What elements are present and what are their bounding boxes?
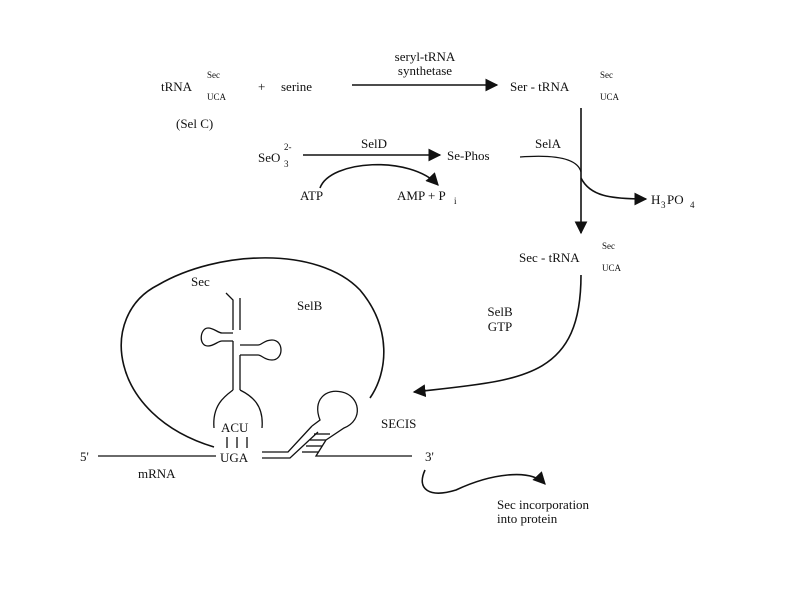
trna-anticodon-right bbox=[239, 389, 263, 429]
seo3-sub: 3 bbox=[284, 159, 289, 169]
incorporation-arrow bbox=[421, 469, 546, 494]
ser-trna-sub: UCA bbox=[600, 92, 620, 102]
atp-amp-arrow bbox=[319, 163, 439, 189]
trna-sub: UCA bbox=[207, 92, 227, 102]
serine-label: serine bbox=[281, 79, 312, 94]
trna-right-arm bbox=[240, 339, 282, 361]
five-prime-label: 5' bbox=[80, 449, 89, 464]
seo3-label: SeO bbox=[258, 150, 280, 165]
incorporation-line-1: Sec incorporation bbox=[497, 497, 590, 512]
selenite: SeO 3 2- bbox=[258, 142, 292, 169]
trna-anticodon-left bbox=[213, 389, 234, 429]
seo3-sup: 2- bbox=[284, 142, 292, 152]
uga-codon: UGA bbox=[220, 450, 249, 465]
h3po4-h: H bbox=[651, 192, 660, 207]
enzyme-synthetase: synthetase bbox=[398, 63, 452, 78]
secis-loop bbox=[311, 390, 358, 441]
h3po4-arrow bbox=[580, 177, 648, 206]
selc-label: (Sel C) bbox=[176, 116, 213, 131]
ser-trna-sup: Sec bbox=[600, 70, 613, 80]
h3po4-po-sub: 4 bbox=[690, 200, 695, 210]
trna-left-arm bbox=[200, 327, 233, 347]
sephos-label: Se-Phos bbox=[447, 148, 490, 163]
selb-gtp-arrow bbox=[412, 274, 582, 398]
h3po4: H 3 PO 4 bbox=[651, 192, 695, 210]
h3po4-h-sub: 3 bbox=[661, 200, 666, 210]
atp-label: ATP bbox=[300, 188, 323, 203]
trna-sec-uca: tRNA Sec UCA bbox=[161, 70, 227, 102]
mrna-line-right bbox=[314, 439, 412, 457]
selb-complex-label: SelB bbox=[297, 298, 323, 313]
h3po4-po: PO bbox=[667, 192, 684, 207]
sec-trna-sup: Sec bbox=[602, 241, 615, 251]
amp-pi-label: AMP + P bbox=[397, 188, 446, 203]
sela-label: SelA bbox=[535, 136, 562, 151]
sec-trna-sub: UCA bbox=[602, 263, 622, 273]
trna-structure bbox=[200, 292, 282, 429]
sec-aa-label: Sec bbox=[191, 274, 210, 289]
sephos-to-sela-line bbox=[519, 155, 582, 173]
selb-complex-outline bbox=[120, 257, 385, 448]
three-prime-label: 3' bbox=[425, 449, 434, 464]
acu-anticodon: ACU bbox=[221, 420, 249, 435]
plus-sign: + bbox=[258, 79, 265, 94]
enzyme-seryl-trna: seryl-tRNA bbox=[395, 49, 456, 64]
ser-trna-label: Ser - tRNA bbox=[510, 79, 570, 94]
trna-sup: Sec bbox=[207, 70, 220, 80]
secis-strand-up bbox=[262, 425, 313, 453]
mrna-label: mRNA bbox=[138, 466, 176, 481]
sec-trna-sec-uca: Sec - tRNA Sec UCA bbox=[519, 241, 622, 273]
selb-label-2: SelB bbox=[487, 304, 513, 319]
amp-pi-sub: i bbox=[454, 196, 457, 206]
secis-label: SECIS bbox=[381, 416, 416, 431]
sec-trna-label: Sec - tRNA bbox=[519, 250, 580, 265]
trna-label: tRNA bbox=[161, 79, 193, 94]
gtp-label: GTP bbox=[488, 319, 513, 334]
secis-hairpin bbox=[262, 390, 412, 459]
ser-trna-sec-uca: Ser - tRNA Sec UCA bbox=[510, 70, 620, 102]
amp-pi: AMP + P i bbox=[397, 188, 457, 206]
secis-strand-inner bbox=[262, 431, 319, 459]
seld-label: SelD bbox=[361, 136, 387, 151]
incorporation-line-2: into protein bbox=[497, 511, 558, 526]
trna-acceptor-left bbox=[225, 292, 234, 330]
